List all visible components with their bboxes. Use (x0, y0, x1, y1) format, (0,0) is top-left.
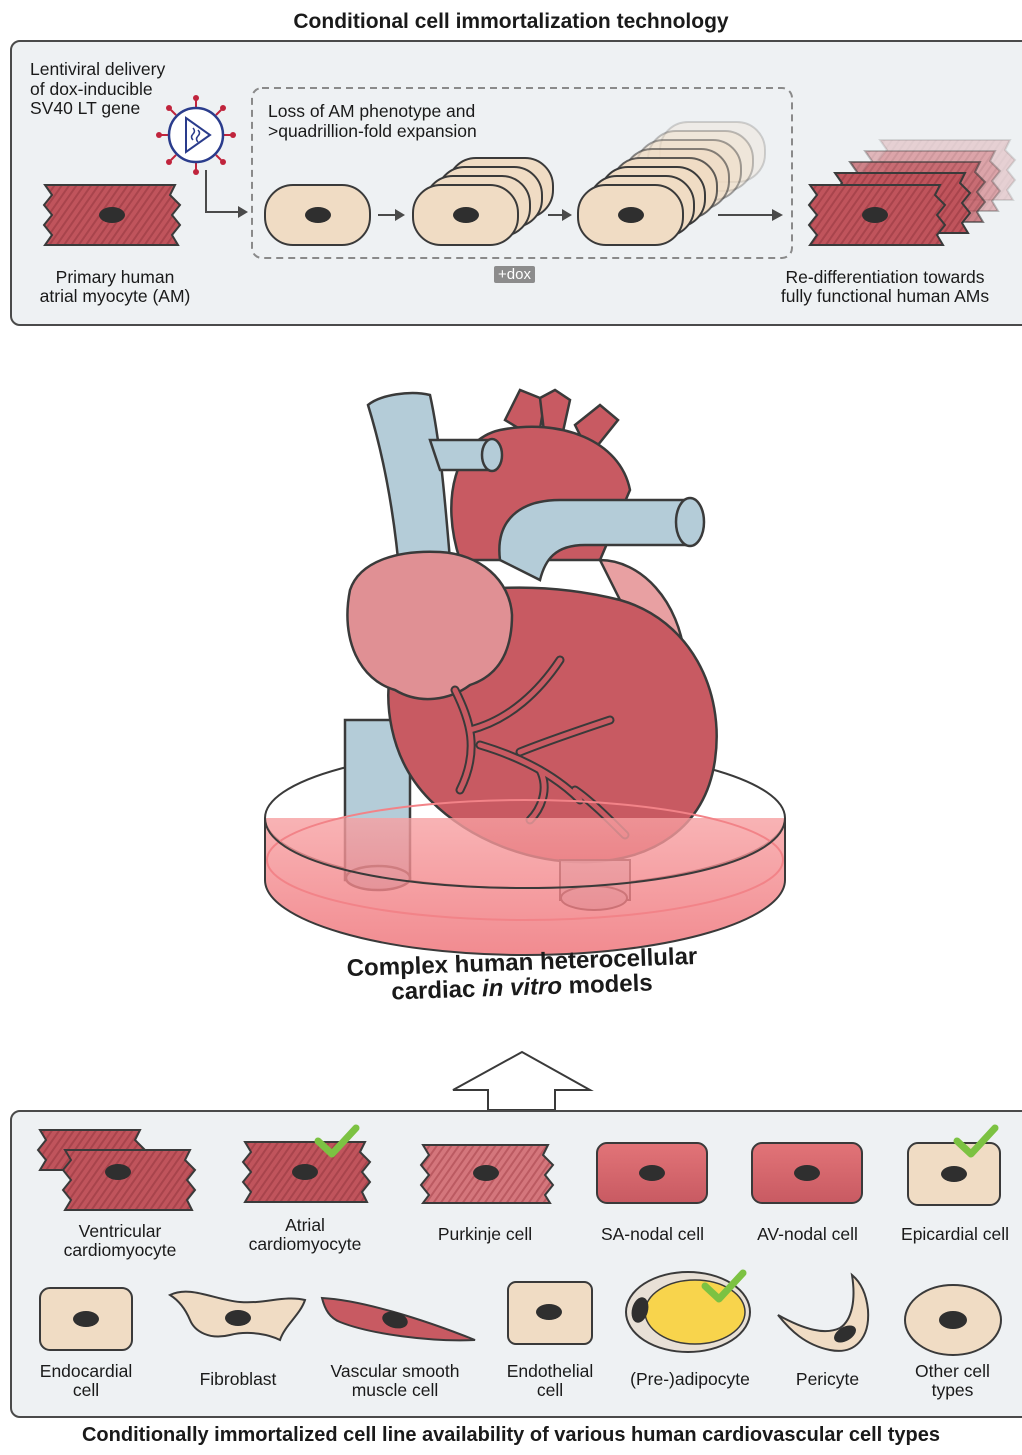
pericyte-icon (778, 1275, 868, 1351)
atrial-cardiomyocyte-icon (243, 1142, 370, 1202)
endothelial-cell-icon (508, 1282, 592, 1344)
label-pericyte: Pericyte (770, 1370, 885, 1389)
purkinje-cell-icon (421, 1145, 553, 1203)
label-av-nodal: AV-nodal cell (735, 1225, 880, 1244)
fibroblast-icon (170, 1292, 305, 1340)
other-cell-types-icon (905, 1285, 1001, 1355)
label-epicardial: Epicardial cell (888, 1225, 1022, 1244)
ventricular-cardiomyocyte-icon (38, 1130, 195, 1210)
label-adipocyte: (Pre-)adipocyte (615, 1370, 765, 1389)
bottom-caption: Conditionally immortalized cell line ava… (0, 1424, 1022, 1447)
av-nodal-cell-icon (752, 1143, 862, 1203)
vascular-smooth-muscle-cell-icon (322, 1298, 475, 1340)
sa-nodal-cell-icon (597, 1143, 707, 1203)
label-purkinje: Purkinje cell (410, 1225, 560, 1244)
epicardial-cell-icon (908, 1143, 1000, 1205)
endocardial-cell-icon (40, 1288, 132, 1350)
label-sa-nodal: SA-nodal cell (580, 1225, 725, 1244)
label-fibroblast: Fibroblast (168, 1370, 308, 1389)
